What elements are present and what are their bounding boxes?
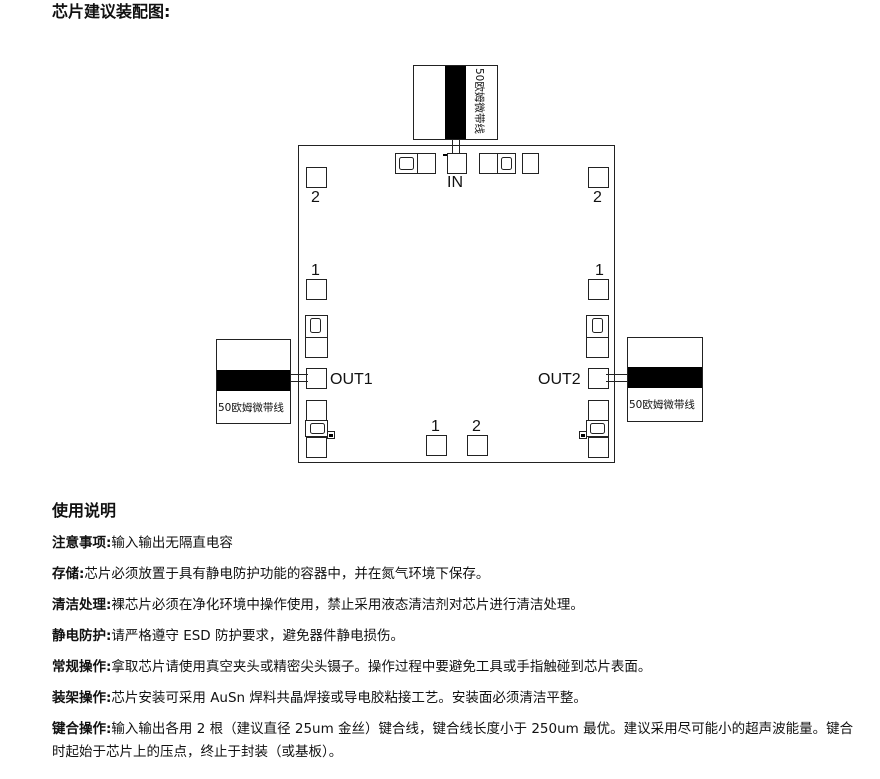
pad-1-right-label: 1 bbox=[595, 262, 604, 279]
out2-microstrip-line bbox=[628, 367, 702, 388]
capacitor-pad bbox=[592, 318, 603, 333]
pad-1-bottom-label: 1 bbox=[431, 418, 440, 435]
note-text: 拿取芯片请使用真空夹头或精密尖头镊子。操作过程中要避免工具或手指触碰到芯片表面。 bbox=[111, 659, 652, 675]
note-esd: 静电防护:请严格遵守 ESD 防护要求，避免器件静电损伤。 bbox=[52, 625, 864, 648]
capacitor-pad bbox=[305, 420, 328, 437]
note-label: 存储: bbox=[52, 566, 85, 582]
pad-2-top-right-label: 2 bbox=[593, 189, 602, 206]
out2-microstrip-label: 50欧姆微带线 bbox=[629, 398, 695, 411]
capacitor-pad bbox=[497, 153, 516, 174]
usage-notes: 注意事项:输入输出无隔直电容 存储:芯片必须放置于具有静电防护功能的容器中，并在… bbox=[52, 532, 864, 772]
capacitor-pad bbox=[310, 423, 325, 434]
bond-pad bbox=[588, 400, 609, 421]
bond-pad bbox=[479, 153, 498, 174]
out1-bond-pad bbox=[306, 368, 327, 389]
note-label: 注意事项: bbox=[52, 535, 112, 551]
note-label: 静电防护: bbox=[52, 628, 112, 644]
out2-microstrip-box bbox=[627, 337, 703, 422]
note-text: 裸芯片必须在净化环境中操作使用，禁止采用液态清洁剂对芯片进行清洁处理。 bbox=[111, 597, 584, 613]
bond-pad bbox=[586, 337, 609, 358]
out1-microstrip-line bbox=[217, 370, 290, 391]
pad-1-bottom bbox=[426, 435, 447, 456]
diagram-title: 芯片建议装配图: bbox=[52, 2, 171, 21]
capacitor-pad bbox=[501, 157, 512, 170]
note-text: 芯片安装可采用 AuSn 焊料共晶焊接或导电胶粘接工艺。安装面必须清洁平整。 bbox=[111, 690, 587, 706]
in-microstrip-box bbox=[413, 65, 498, 140]
capacitor-pad bbox=[590, 423, 605, 434]
out2-bond-pad bbox=[588, 368, 609, 389]
note-precautions: 注意事项:输入输出无隔直电容 bbox=[52, 532, 864, 555]
out1-label: OUT1 bbox=[330, 371, 373, 388]
note-storage: 存储:芯片必须放置于具有静电防护功能的容器中，并在氮气环境下保存。 bbox=[52, 563, 864, 586]
pad-1-left-label: 1 bbox=[311, 262, 320, 279]
out2-label: OUT2 bbox=[538, 371, 581, 388]
in-bond-pad bbox=[447, 153, 467, 174]
in-microstrip-label: 50欧姆微带线 bbox=[473, 68, 486, 134]
pad-2-bottom-label: 2 bbox=[472, 418, 481, 435]
pad-1-right bbox=[588, 279, 609, 300]
note-bonding: 键合操作:输入输出各用 2 根（建议直径 25um 金丝）键合线，键合线长度小于… bbox=[52, 718, 864, 764]
pad-2-bottom bbox=[467, 435, 488, 456]
pad-2-top-right bbox=[588, 167, 609, 188]
small-pad-mark bbox=[581, 434, 585, 437]
note-handling: 常规操作:拿取芯片请使用真空夹头或精密尖头镊子。操作过程中要避免工具或手指触碰到… bbox=[52, 656, 864, 679]
capacitor-pad bbox=[399, 157, 414, 170]
bond-pad bbox=[306, 400, 327, 421]
chip-outline bbox=[298, 145, 615, 463]
note-text: 芯片必须放置于具有静电防护功能的容器中，并在氮气环境下保存。 bbox=[84, 566, 490, 582]
note-label: 键合操作: bbox=[52, 721, 112, 737]
capacitor-pad bbox=[310, 318, 321, 333]
note-mounting: 装架操作:芯片安装可采用 AuSn 焊料共晶焊接或导电胶粘接工艺。安装面必须清洁… bbox=[52, 687, 864, 710]
small-pad bbox=[579, 431, 587, 439]
note-label: 清洁处理: bbox=[52, 597, 112, 613]
usage-title: 使用说明 bbox=[52, 501, 117, 520]
note-label: 装架操作: bbox=[52, 690, 112, 706]
bond-pad bbox=[305, 337, 328, 358]
note-text: 输入输出无隔直电容 bbox=[111, 535, 233, 551]
bond-pad bbox=[306, 437, 327, 458]
note-cleaning: 清洁处理:裸芯片必须在净化环境中操作使用，禁止采用液态清洁剂对芯片进行清洁处理。 bbox=[52, 594, 864, 617]
in-pad-mark bbox=[443, 154, 447, 156]
bond-pad bbox=[522, 153, 539, 174]
pad-1-left bbox=[306, 279, 327, 300]
out1-microstrip-label: 50欧姆微带线 bbox=[218, 401, 284, 414]
small-pad bbox=[327, 431, 335, 439]
bond-pad bbox=[588, 437, 609, 458]
in-label: IN bbox=[447, 174, 463, 191]
pad-2-top-left bbox=[306, 167, 327, 188]
bond-pad bbox=[417, 153, 436, 174]
small-pad-mark bbox=[329, 434, 333, 437]
note-text: 请严格遵守 ESD 防护要求，避免器件静电损伤。 bbox=[111, 628, 404, 644]
note-text: 输入输出各用 2 根（建议直径 25um 金丝）键合线，键合线长度小于 250u… bbox=[52, 721, 854, 760]
in-microstrip-line bbox=[445, 66, 466, 139]
capacitor-pad bbox=[586, 420, 609, 437]
pad-2-top-left-label: 2 bbox=[311, 189, 320, 206]
note-label: 常规操作: bbox=[52, 659, 112, 675]
capacitor-pad bbox=[395, 153, 418, 174]
assembly-diagram: IN OUT1 OUT2 2 2 1 1 1 2 50欧姆微带线 50欧姆微带线… bbox=[216, 65, 703, 463]
